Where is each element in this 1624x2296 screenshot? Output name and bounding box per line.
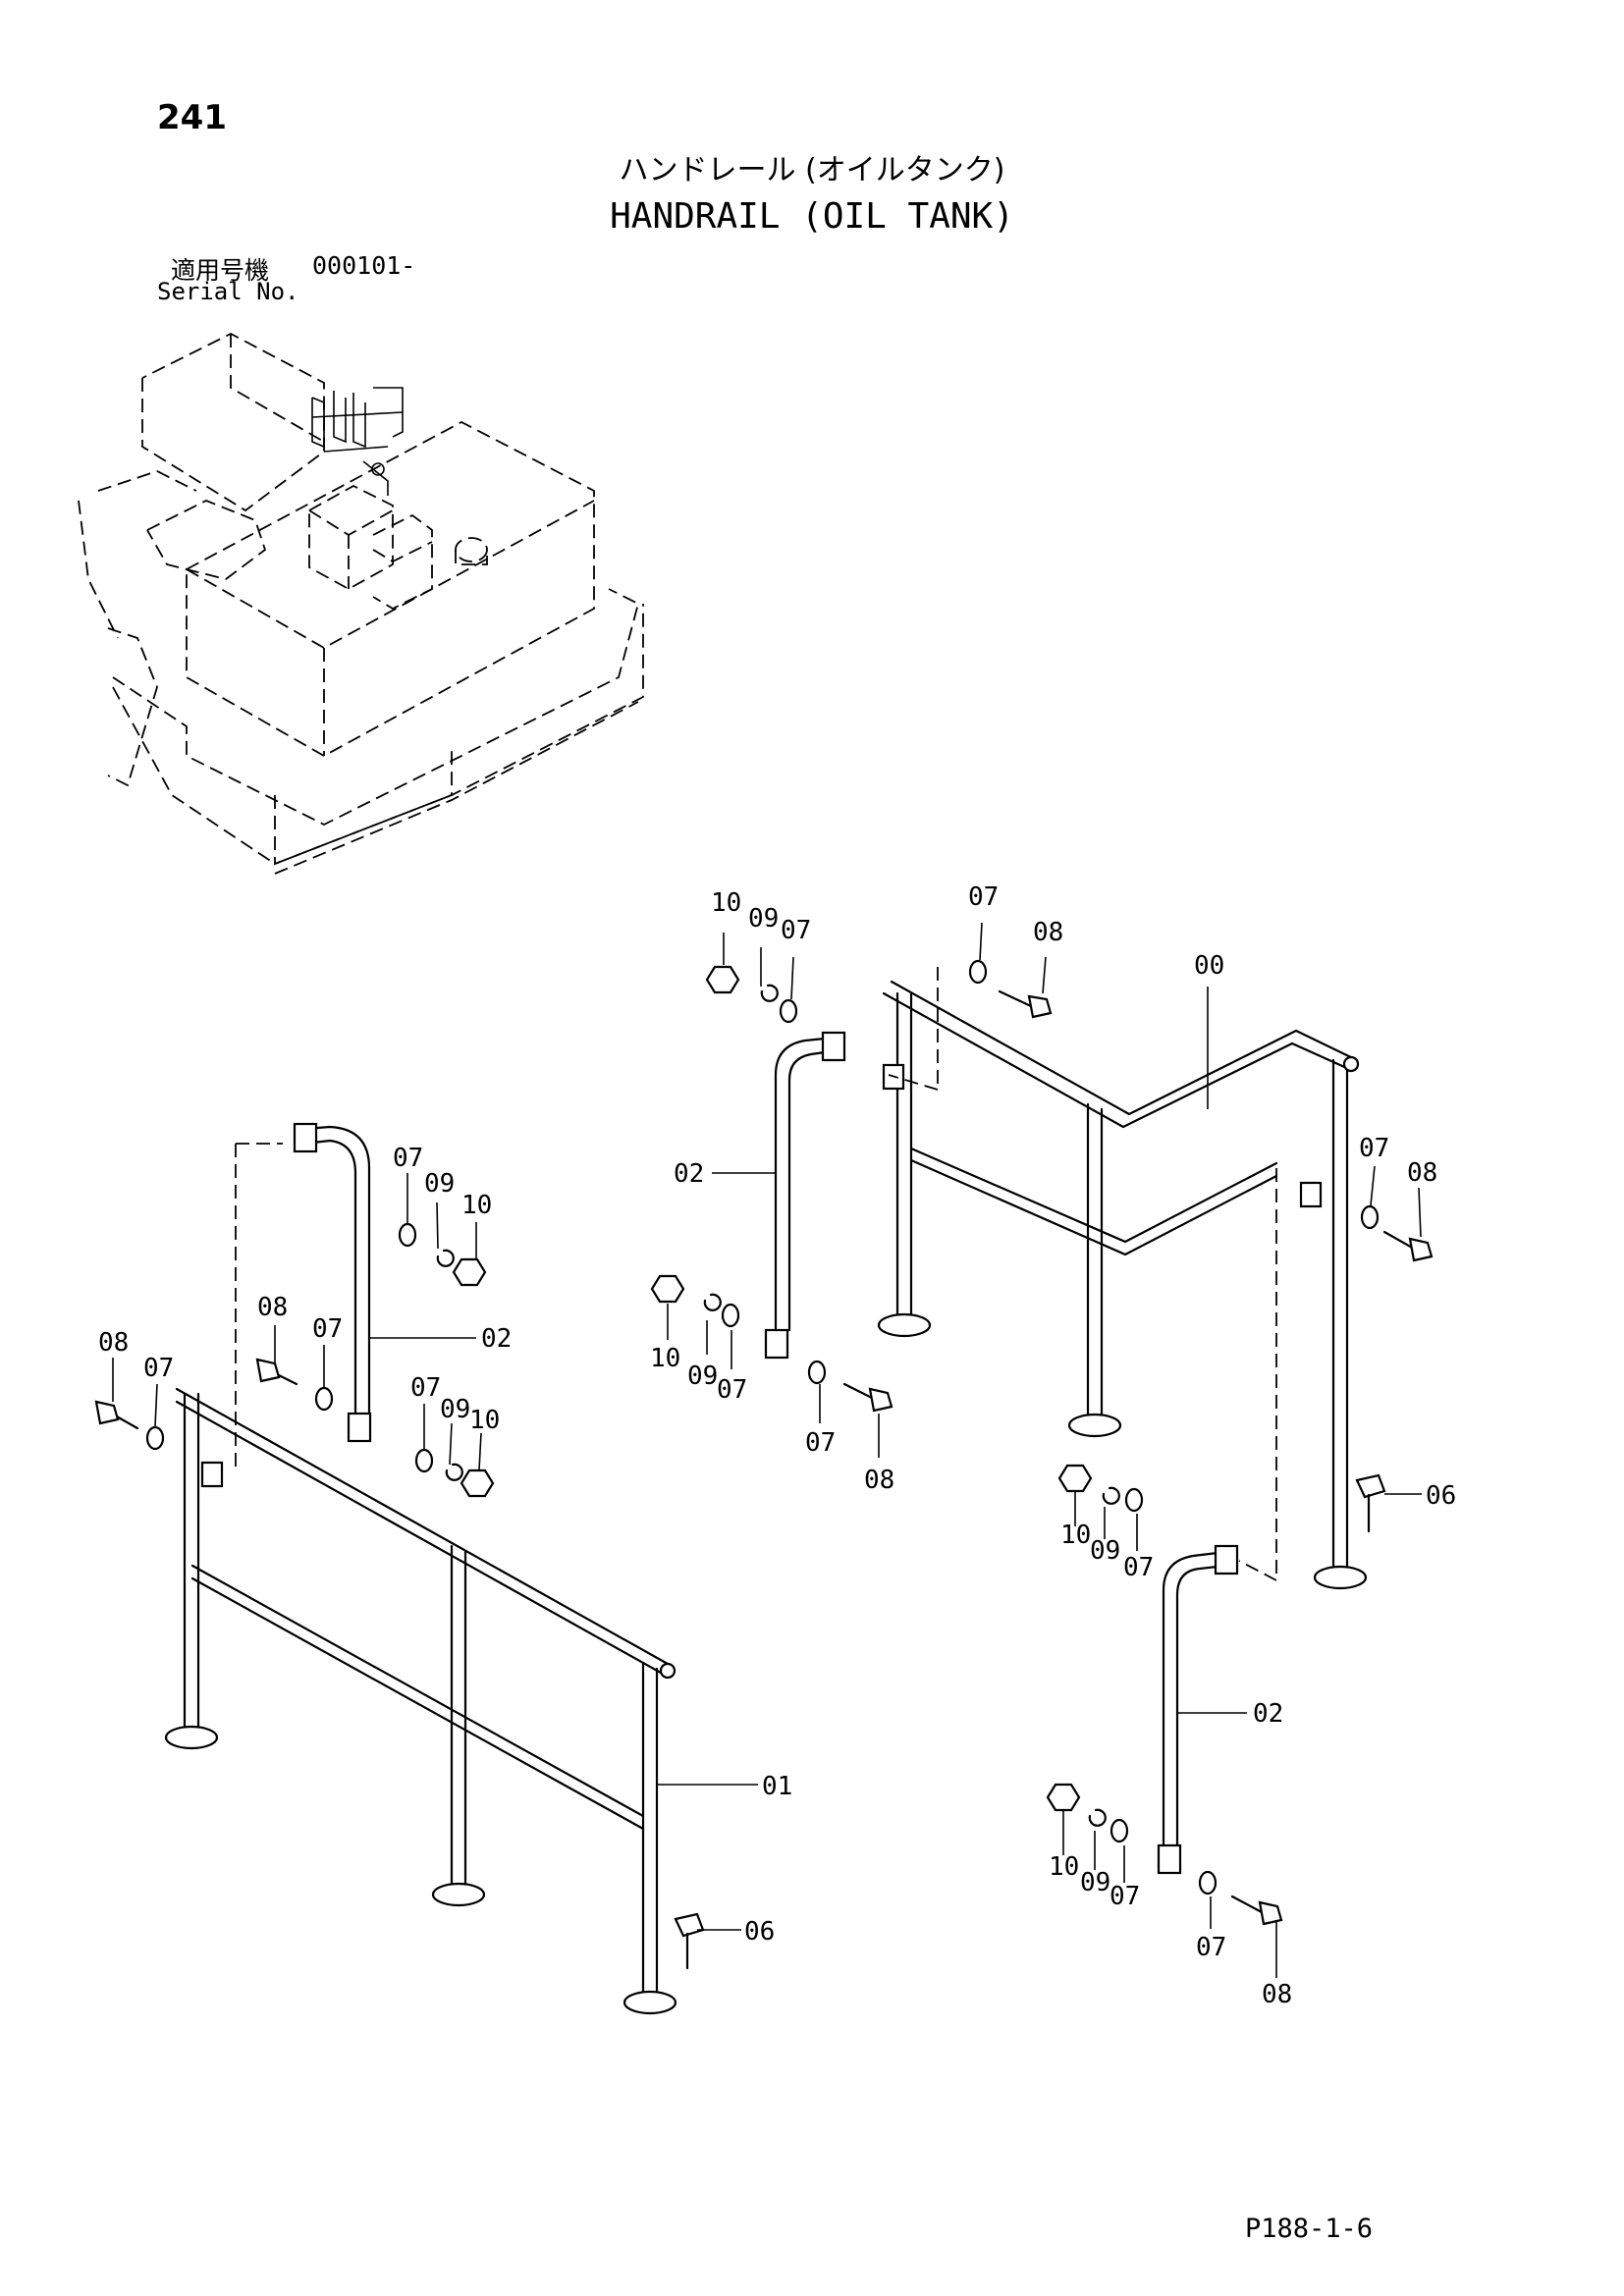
pipe-02-upper — [764, 967, 939, 1360]
callout-09: 09 — [687, 1362, 718, 1391]
callout-02: 02 — [1253, 1699, 1283, 1729]
callout-labels: 10 09 07 07 08 00 07 08 02 10 09 07 07 0… — [98, 882, 1456, 2009]
callout-02: 02 — [481, 1324, 512, 1354]
machine-overview-illustration — [78, 332, 644, 875]
callout-08: 08 — [864, 1466, 894, 1495]
callout-07: 07 — [1359, 1134, 1389, 1163]
callout-07: 07 — [717, 1375, 747, 1405]
callout-09: 09 — [1090, 1536, 1120, 1566]
callout-10: 10 — [711, 888, 741, 918]
page-number: 241 — [157, 98, 227, 137]
callout-00: 00 — [1194, 951, 1224, 981]
hardware-parts — [94, 959, 1434, 1970]
callout-08: 08 — [1033, 918, 1063, 947]
serial-number-value: 000101- — [312, 251, 416, 280]
callout-10: 10 — [650, 1344, 680, 1373]
title-japanese: ハンドレール (オイルタンク) — [619, 153, 1005, 187]
callout-07: 07 — [312, 1314, 343, 1344]
callout-08: 08 — [1262, 1980, 1292, 2009]
callout-10: 10 — [1049, 1852, 1079, 1882]
callout-07: 07 — [410, 1373, 441, 1403]
callout-07: 07 — [1110, 1882, 1140, 1911]
callout-07: 07 — [968, 882, 999, 912]
callout-06: 06 — [1426, 1481, 1456, 1511]
serial-label-english: Serial No. — [157, 278, 299, 305]
callout-01: 01 — [762, 1772, 792, 1801]
callout-10: 10 — [461, 1191, 492, 1220]
callout-08: 08 — [98, 1328, 129, 1358]
handrail-01 — [164, 1387, 677, 2015]
callout-09: 09 — [748, 904, 779, 934]
pipe-02-left — [235, 1122, 372, 1472]
catalog-reference: P188-1-6 — [1245, 2214, 1374, 2244]
callout-10: 10 — [1060, 1521, 1091, 1550]
callout-07: 07 — [393, 1144, 423, 1173]
callout-08: 08 — [1407, 1158, 1437, 1188]
callout-07: 07 — [1123, 1553, 1154, 1582]
callout-02: 02 — [674, 1159, 704, 1189]
callout-07: 07 — [805, 1428, 836, 1458]
callout-08: 08 — [257, 1293, 288, 1322]
pipe-02-lower — [1157, 1168, 1277, 1875]
handrail-00 — [877, 980, 1368, 1590]
callout-09: 09 — [440, 1395, 470, 1424]
callout-07: 07 — [781, 916, 811, 945]
callout-09: 09 — [424, 1169, 455, 1199]
title-english: HANDRAIL (OIL TANK) — [610, 196, 1014, 237]
serial-label-japanese: 適用号機 — [171, 256, 270, 285]
callout-06: 06 — [744, 1917, 775, 1947]
callout-07: 07 — [143, 1354, 174, 1383]
callout-07: 07 — [1196, 1933, 1226, 1962]
callout-09: 09 — [1080, 1868, 1110, 1897]
leader-lines — [112, 922, 1422, 1978]
callout-10: 10 — [469, 1406, 500, 1435]
